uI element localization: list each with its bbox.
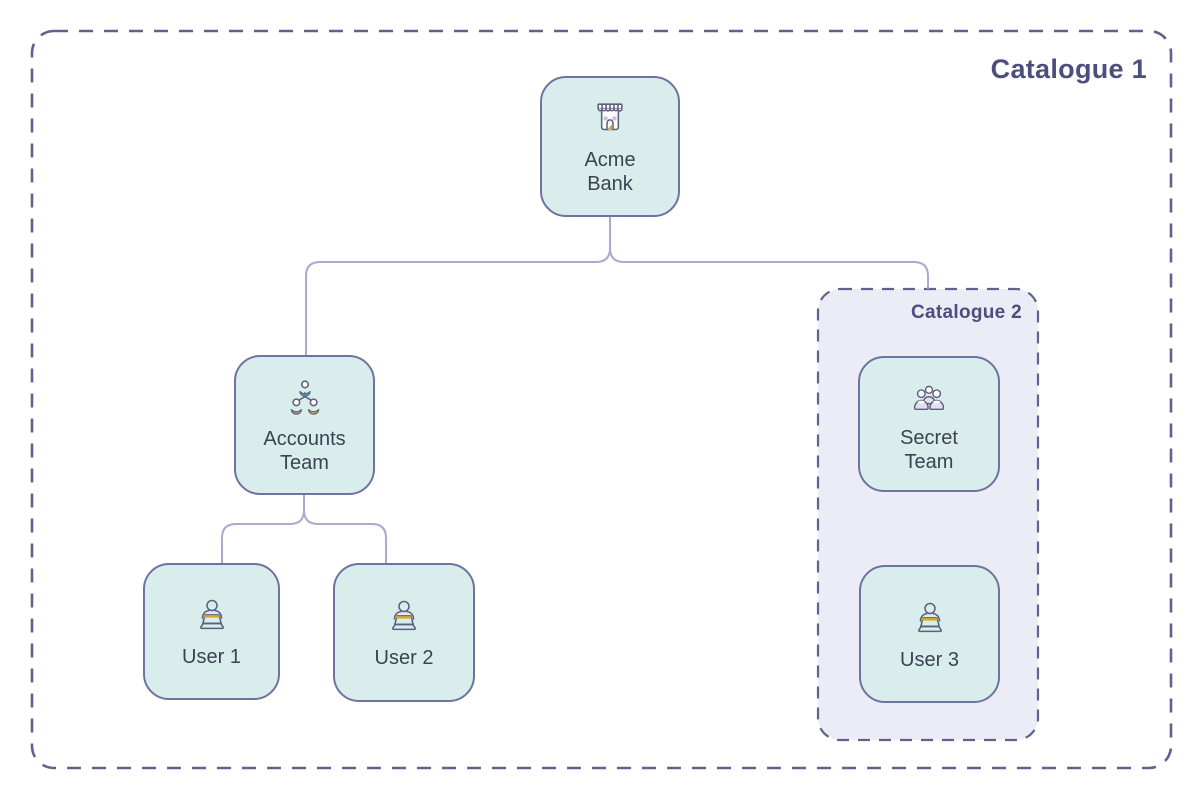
person-laptop-icon [199, 599, 224, 630]
people-group-icon [913, 385, 945, 410]
edge-acme-bank-to-accounts-team [305, 217, 611, 355]
node-user-3-label: User 3 [900, 648, 959, 671]
edge-acme-bank-to-catalogue2 [609, 217, 929, 289]
person-laptop-icon [391, 600, 417, 631]
catalogue1-boundary [30, 29, 1173, 770]
node-acme-bank-label: Acme Bank [584, 149, 636, 195]
edge-accounts-team-to-user1 [221, 495, 305, 563]
node-user-1-label: User 1 [182, 646, 241, 668]
node-acme-bank: Acme Bank [540, 76, 680, 217]
edge-accounts-team-to-user2 [303, 495, 387, 563]
node-user-2: User 2 [333, 563, 475, 702]
catalogue2-label: Catalogue 2 [911, 302, 1022, 323]
catalogue1-label: Catalogue 1 [990, 54, 1147, 84]
team-hierarchy-icon [290, 379, 319, 415]
storefront-icon [597, 103, 623, 131]
node-secret-team: Secret Team [858, 356, 1000, 492]
person-laptop-icon [917, 602, 942, 632]
node-secret-team-label: Secret Team [900, 426, 958, 473]
node-user-1: User 1 [143, 563, 280, 700]
node-user-3: User 3 [859, 565, 1000, 703]
node-accounts-team: Accounts Team [234, 355, 375, 495]
node-accounts-team-label: Accounts Team [263, 427, 346, 474]
node-user-2-label: User 2 [374, 647, 434, 669]
